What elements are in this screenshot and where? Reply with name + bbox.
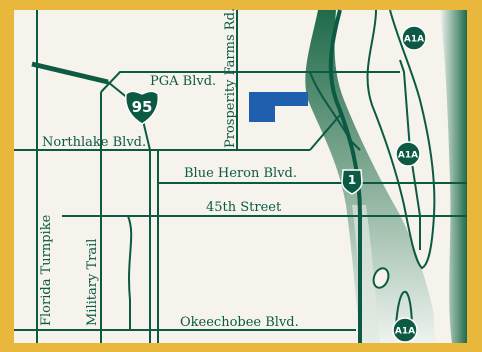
blue-heron-blvd-label: Blue Heron Blvd. [184, 166, 297, 181]
northlake-blvd-label: Northlake Blvd. [42, 135, 146, 150]
prosperity-farms-label: Prosperity Farms Rd. [223, 8, 238, 148]
state-route-circle-icon: A1A [392, 317, 418, 343]
i95-road [107, 81, 151, 343]
a1a-top-label: A1A [404, 35, 424, 45]
beeline-road [31, 61, 109, 85]
florida-turnpike-label: Florida Turnpike [39, 214, 54, 326]
a1a-bottom-label: A1A [395, 327, 415, 337]
us-route-shield-icon: 1 [341, 169, 363, 195]
pga-blvd-label: PGA Blvd. [150, 74, 216, 89]
intracoastal-waterway [305, 10, 440, 343]
pga-blvd-road [100, 71, 400, 93]
military-trail-label: Military Trail [85, 239, 100, 326]
state-route-circle-icon: A1A [395, 141, 421, 167]
island-outline [366, 9, 436, 270]
okeechobee-blvd-label: Okeechobee Blvd. [180, 315, 299, 330]
small-lake [372, 267, 390, 289]
a1a-mainland-road [309, 71, 361, 151]
i95-shield-label: 95 [132, 98, 153, 116]
us1-shield-label: 1 [348, 173, 356, 187]
northlake-extension [309, 114, 341, 151]
local-street [127, 215, 133, 330]
island-tip [395, 290, 413, 331]
ocean-shore [440, 10, 467, 343]
a1a-island-road [399, 59, 421, 250]
a1a-mid-label: A1A [398, 151, 418, 161]
45th-street-label: 45th Street [206, 200, 282, 215]
interstate-shield-icon: 95 [124, 90, 160, 125]
site-location [249, 92, 308, 122]
state-route-circle-icon: A1A [401, 25, 427, 51]
